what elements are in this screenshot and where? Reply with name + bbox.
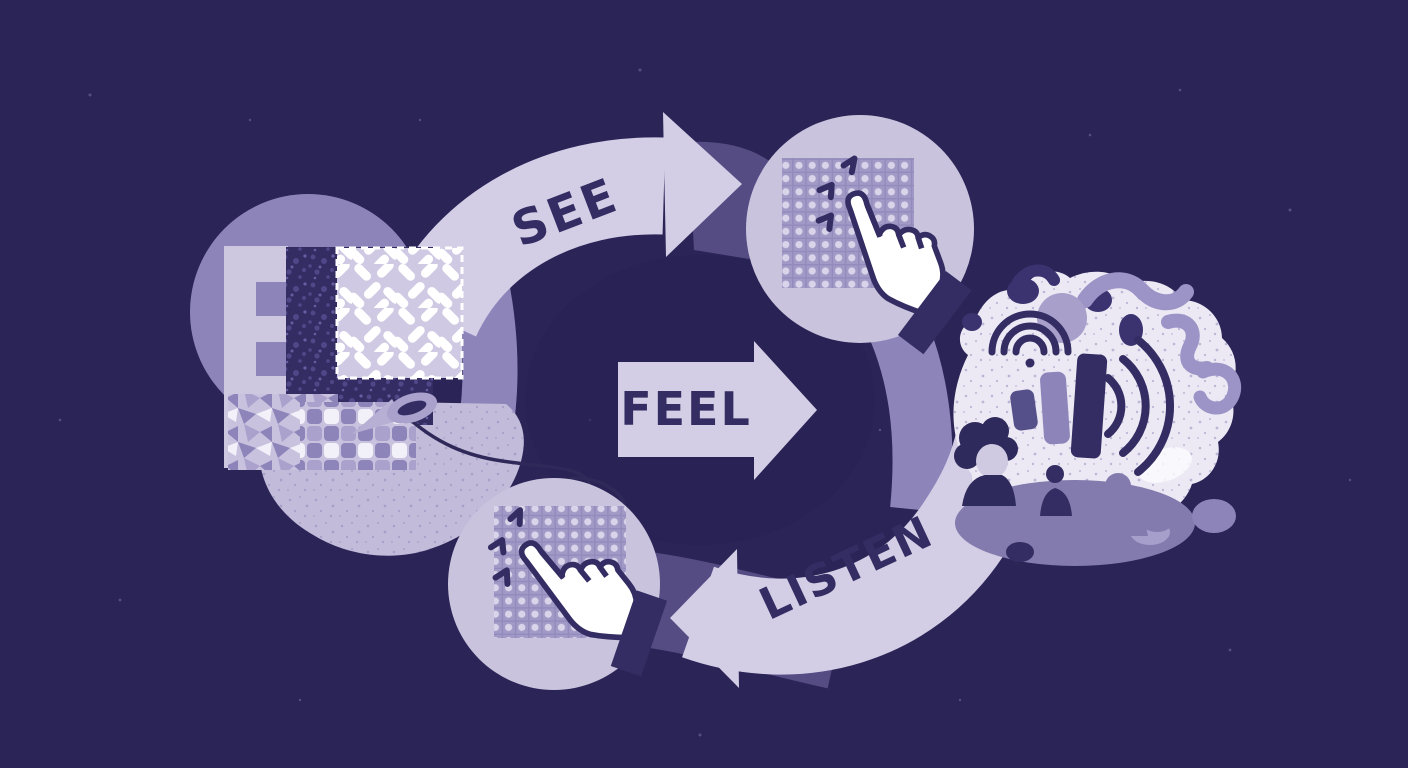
shoulders <box>962 475 1016 506</box>
feel-arrow-body <box>618 362 755 457</box>
base-dark-blob <box>1006 542 1034 562</box>
head-squiggles <box>1077 272 1242 415</box>
feel-arrowhead <box>754 341 817 480</box>
touch-circle-bottom <box>448 478 694 691</box>
needle-eye-hole <box>397 400 427 416</box>
feel-label: FEEL <box>620 382 752 436</box>
listen-arrowhead <box>670 549 739 688</box>
side-blob <box>1192 499 1236 533</box>
feel-arrow: FEEL <box>618 341 817 480</box>
fabric-swatch-cluster <box>190 194 626 556</box>
person-silhouette-left <box>954 417 1018 506</box>
ruler-notch <box>256 282 288 316</box>
head-top-bites <box>962 264 1143 346</box>
star-specks <box>58 68 1352 737</box>
volume-bars-icon <box>1010 353 1108 459</box>
herringbone-swatch <box>335 246 464 380</box>
head-blob <box>953 264 1242 566</box>
see-arrowhead <box>663 112 742 257</box>
ruler-notch <box>256 342 288 376</box>
touch-circle-top <box>746 115 986 362</box>
person-silhouette-right <box>1092 473 1174 536</box>
sound-waves-icon <box>1104 336 1175 476</box>
face <box>976 444 1008 478</box>
wifi-icon <box>988 310 1072 368</box>
person-silhouette-center <box>1040 465 1072 516</box>
